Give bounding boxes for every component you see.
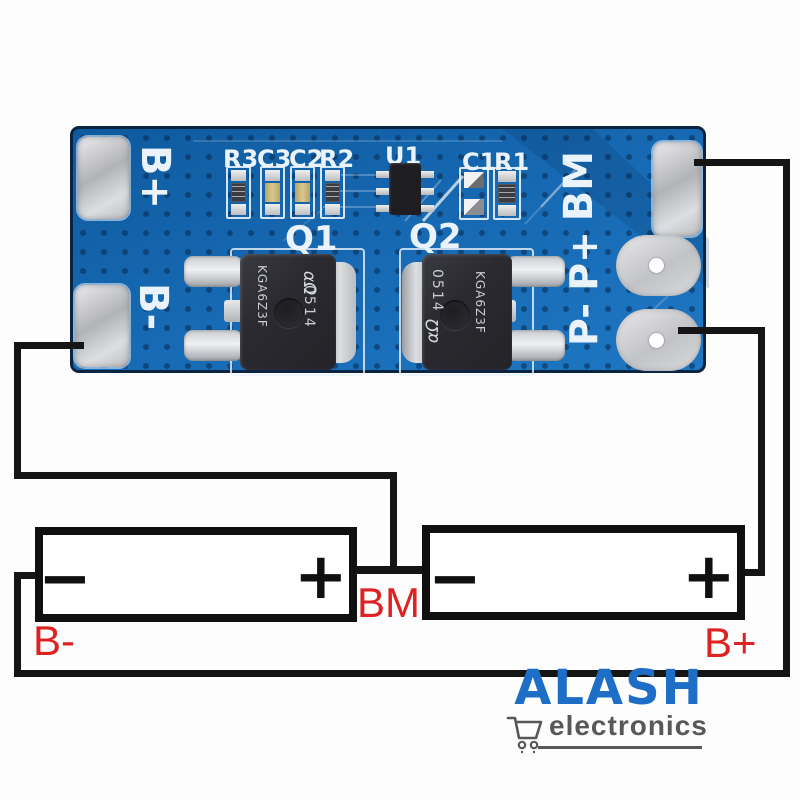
wire-segment — [14, 342, 84, 349]
solder-pad — [231, 204, 246, 215]
solder-pad — [295, 170, 310, 181]
q2-lead — [506, 256, 565, 287]
solder-pad — [265, 204, 280, 215]
wire-segment — [14, 472, 397, 479]
negative-terminal: − — [38, 542, 92, 616]
battery-cell-right — [422, 525, 745, 620]
silk-p-minus-label: P- — [562, 303, 606, 346]
capacitor-body — [295, 183, 310, 202]
solder-pad — [498, 171, 516, 182]
positive-terminal: + — [294, 540, 348, 614]
component-c2 — [290, 166, 315, 219]
p-minus-hole — [649, 333, 664, 348]
shopping-cart-icon — [506, 716, 543, 754]
silk-b-minus-label: B- — [130, 283, 176, 331]
silk-q1-label: Q1 — [285, 219, 338, 259]
q1-center-pin — [224, 300, 242, 322]
solder-pad — [464, 199, 484, 215]
resistor-body — [231, 183, 246, 202]
wire-segment — [678, 327, 765, 334]
wire-segment — [14, 572, 21, 677]
brand-subtitle: electronics — [549, 710, 708, 741]
component-r2 — [320, 166, 345, 219]
p-plus-hole — [649, 258, 664, 273]
component-c3 — [260, 166, 285, 219]
resistor-body — [325, 183, 340, 202]
wire-segment — [741, 569, 765, 576]
solder-pad — [231, 170, 246, 181]
wire-segment — [390, 472, 397, 572]
ic-pin — [421, 188, 434, 195]
wire-segment — [758, 327, 765, 576]
net-label-b-minus: B- — [33, 617, 75, 664]
solder-pad — [498, 205, 516, 216]
wire-segment — [14, 572, 42, 579]
component-r1 — [493, 167, 521, 220]
battery-cell-left — [35, 527, 357, 622]
positive-terminal: + — [682, 540, 736, 614]
ic-pin — [376, 171, 389, 178]
pad-bm — [653, 142, 701, 236]
q2-lead — [506, 330, 565, 361]
battery-junction-bridge — [353, 566, 427, 574]
pad-b-minus — [75, 285, 129, 367]
negative-terminal: − — [428, 542, 482, 616]
ic-pin — [421, 205, 434, 212]
q1-lead — [184, 256, 243, 287]
q1-date-code: 0514 — [301, 285, 317, 329]
component-r3 — [226, 166, 251, 219]
solder-pad — [464, 172, 484, 188]
silk-r1-label: R1 — [494, 148, 530, 176]
silk-c1-label: C1 — [462, 148, 497, 176]
wire-segment — [694, 159, 790, 166]
resistor-body — [498, 184, 516, 203]
ic-pin — [421, 171, 434, 178]
solder-pad — [295, 204, 310, 215]
silk-bm-label: BM — [556, 151, 602, 222]
wire-segment — [783, 159, 790, 677]
pad-b-plus — [78, 137, 129, 219]
net-label-b-plus: B+ — [704, 619, 757, 666]
silk-p-plus-label: P+ — [562, 231, 606, 291]
brand-underline — [538, 746, 702, 749]
q1-part-marking: KGA6Z3F — [255, 265, 269, 328]
silk-b-plus-label: B+ — [132, 145, 178, 210]
ic-pin — [376, 188, 389, 195]
wire-segment — [14, 670, 790, 677]
brand-logo-text: ALASH — [514, 660, 704, 716]
solder-pad — [325, 170, 340, 181]
q2-part-marking: KGA6Z3F — [473, 271, 487, 334]
q2-dimple — [440, 300, 470, 330]
ic-pin — [376, 205, 389, 212]
solder-pad — [325, 204, 340, 215]
net-label-bm: BM — [357, 579, 420, 626]
q1-lead — [184, 330, 243, 361]
q2-maker-logo: αΩ — [423, 318, 444, 344]
wire-segment — [14, 342, 21, 479]
q1-maker-logo: αΩ — [299, 270, 320, 296]
solder-pad — [265, 170, 280, 181]
q2-date-code: 0514 — [429, 269, 445, 313]
protection-ic-u1 — [389, 163, 421, 215]
q2-silk-outline — [399, 248, 534, 376]
q1-dimple — [274, 298, 304, 328]
component-c1 — [459, 167, 489, 220]
capacitor-body — [265, 183, 280, 202]
bms-board: B+ B- R3 C3 C2 R2 U1 — [70, 126, 709, 376]
